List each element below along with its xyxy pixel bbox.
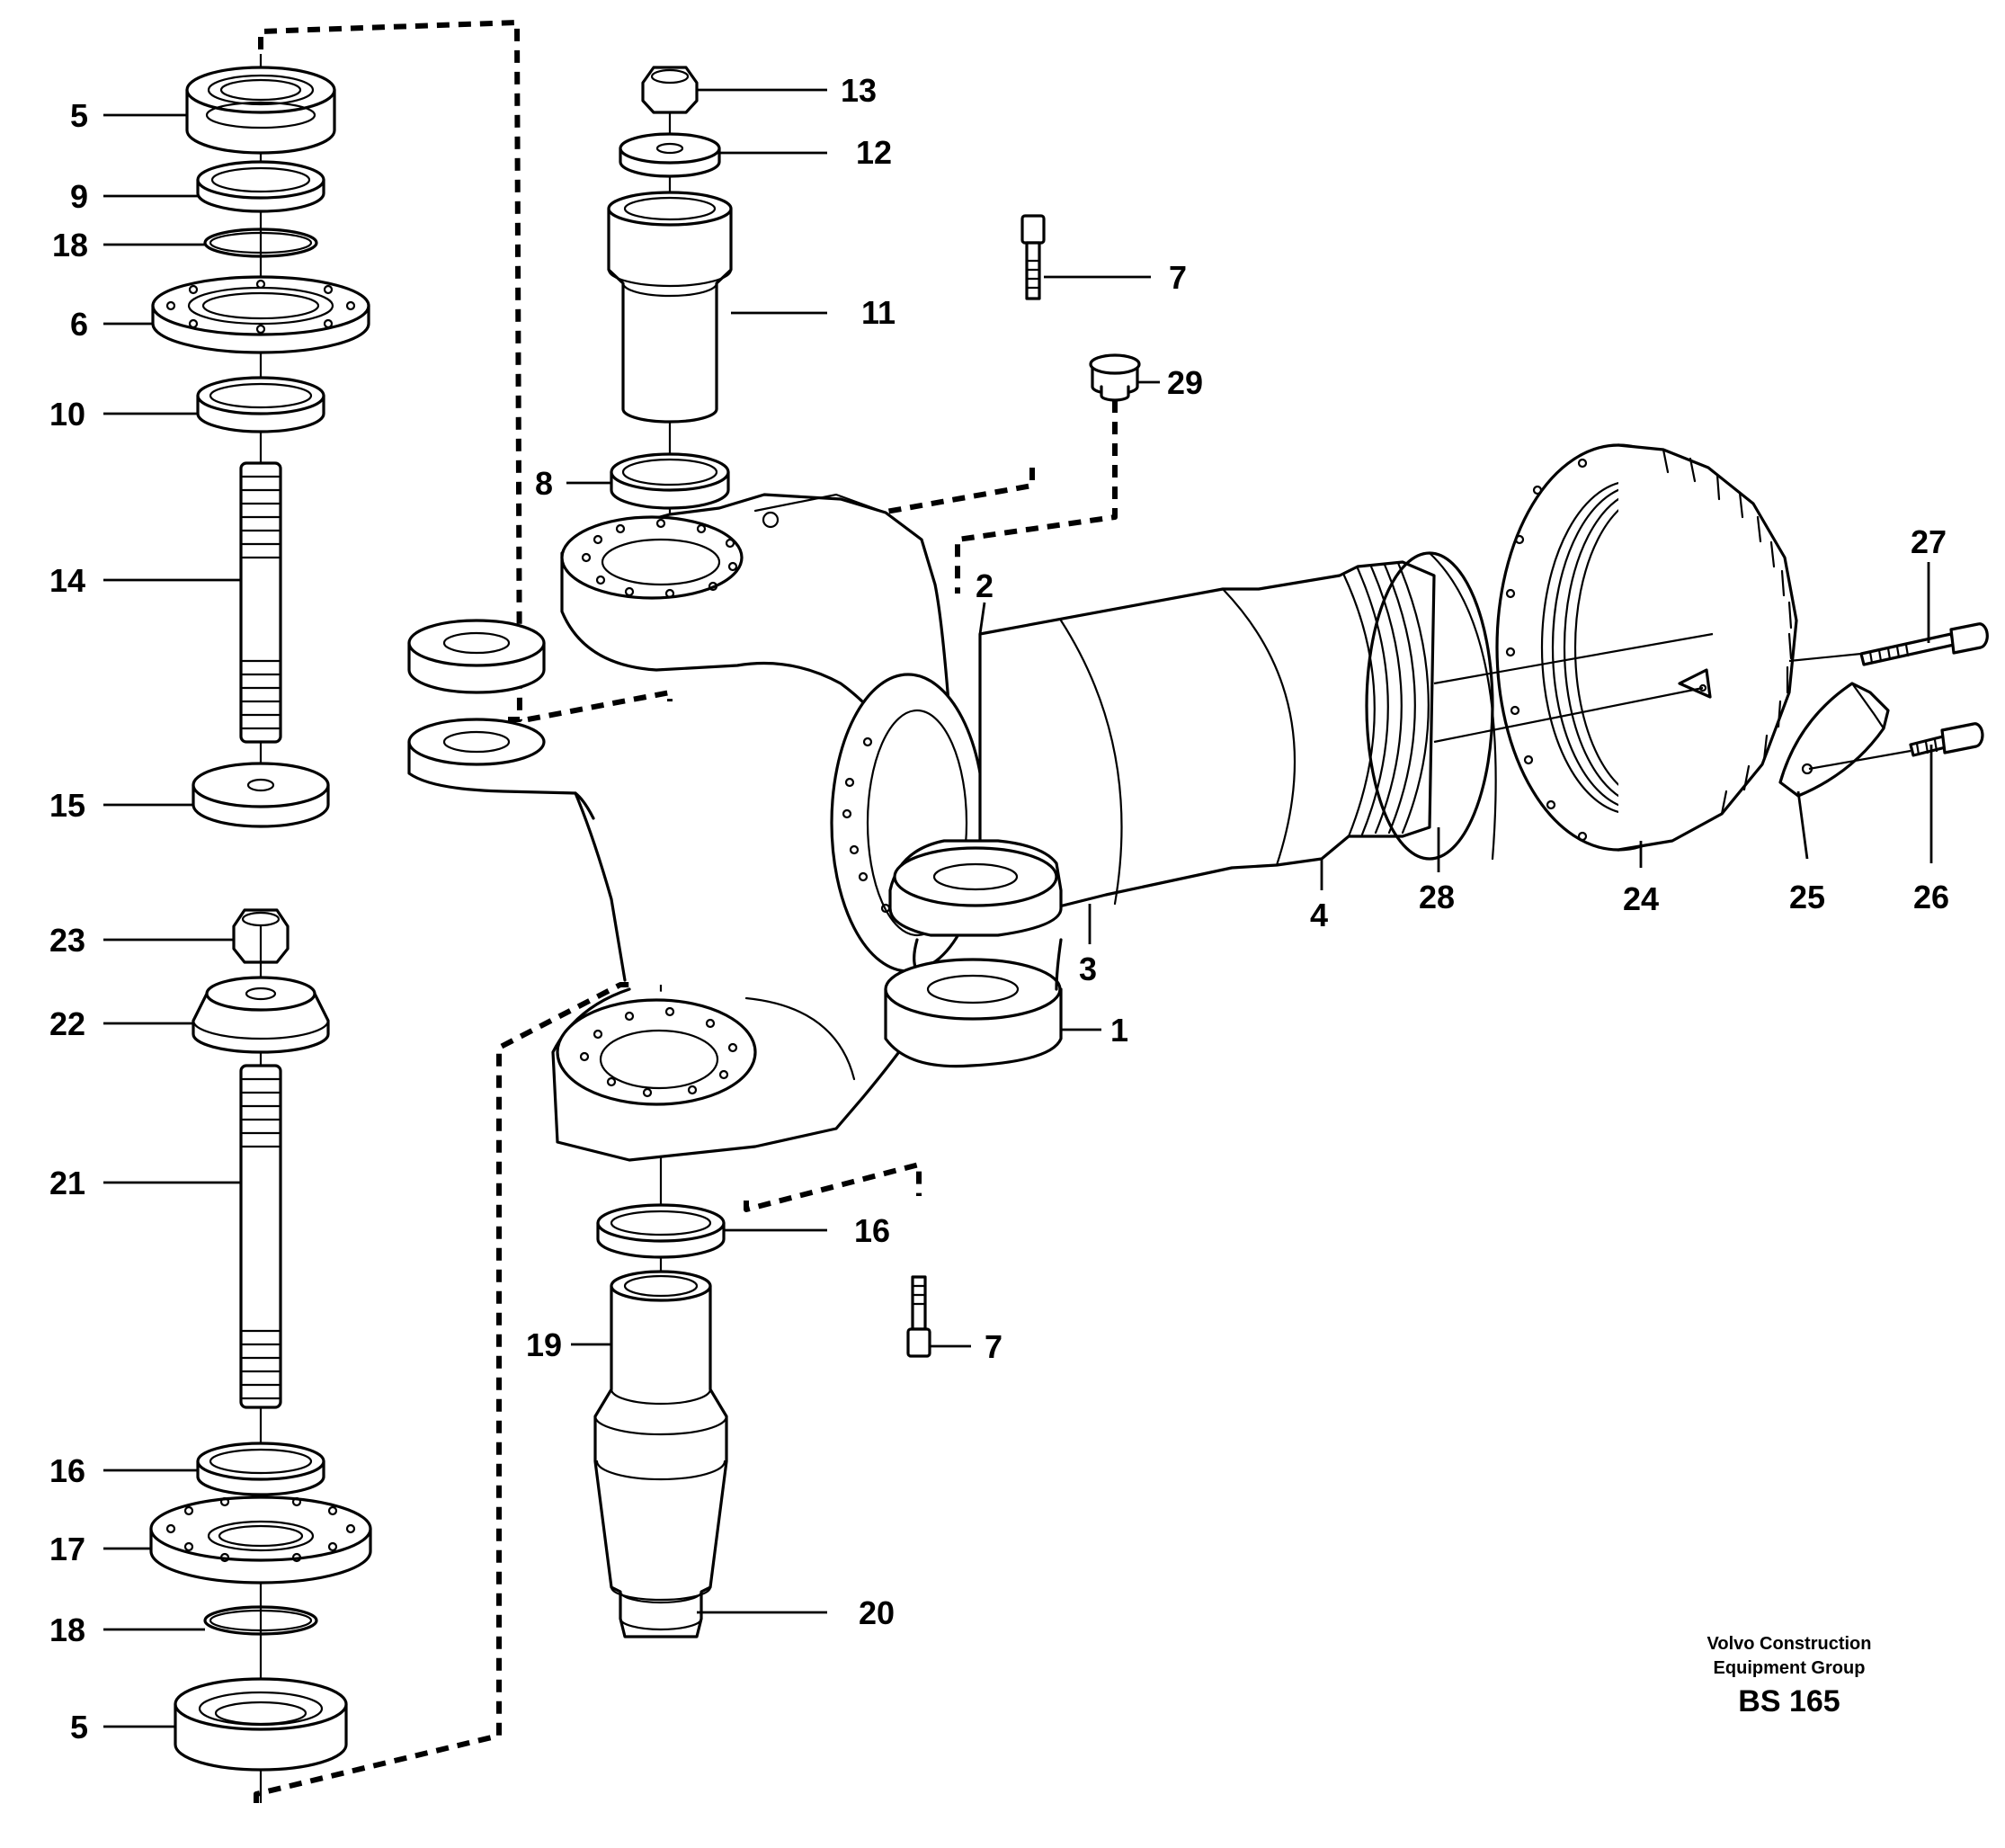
seal-ring-upper xyxy=(196,160,325,213)
brand-line-2: Equipment Group xyxy=(1714,1658,1866,1678)
label-26-visible: 26 xyxy=(1913,879,1949,915)
kingpin-19-20 xyxy=(593,1270,728,1638)
label-20-visible: 20 xyxy=(859,1594,895,1631)
bolt-26 xyxy=(1909,722,1984,757)
plug-29 xyxy=(1089,353,1141,402)
center-bottom-stack xyxy=(593,985,728,1638)
label-part-5-top: 5 xyxy=(70,97,88,134)
o-ring-lower xyxy=(203,1605,318,1636)
label-part-5-bottom: 5 xyxy=(70,1709,88,1745)
steering-knuckle xyxy=(407,493,975,1162)
label-part-22: 22 xyxy=(49,1005,85,1042)
lower-arm-1 xyxy=(884,839,1063,1068)
label-part-18-bottom: 18 xyxy=(49,1611,85,1648)
ring-16-left xyxy=(196,1442,325,1496)
label-16-center: 16 xyxy=(854,1212,890,1249)
label-part-29: 29 xyxy=(1167,364,1203,401)
label-part-13: 13 xyxy=(841,72,877,109)
flange-upper xyxy=(151,275,370,354)
stud-upper xyxy=(239,461,282,744)
washer-15 xyxy=(192,762,330,828)
label-part-16-left: 16 xyxy=(49,1452,85,1489)
washer-12 xyxy=(619,132,721,178)
label-part-11: 11 xyxy=(861,294,896,331)
label-part-14: 14 xyxy=(49,562,85,599)
o-ring-upper xyxy=(203,228,318,258)
label-7-bottom: 7 xyxy=(985,1328,1002,1365)
ring-10 xyxy=(196,376,325,433)
label-part-17: 17 xyxy=(49,1531,85,1567)
stud-lower xyxy=(239,1064,282,1409)
nut-lower xyxy=(232,908,290,964)
left-lower-stack xyxy=(149,908,372,1803)
ring-16-center xyxy=(596,1203,726,1259)
callout-labels: 5 9 18 6 10 14 15 23 22 21 16 17 18 5 13… xyxy=(49,72,1455,1745)
left-upper-stack xyxy=(151,54,370,828)
label-part-2: 2 xyxy=(976,567,994,604)
center-top-stack xyxy=(607,66,733,580)
label-8-visible: 8 xyxy=(535,465,553,502)
bolt-7-bottom xyxy=(906,1275,931,1358)
brand-line-1: Volvo Construction xyxy=(1707,1634,1872,1654)
label-part-4: 4 xyxy=(1310,897,1328,933)
label-part-28: 28 xyxy=(1419,879,1455,915)
tone-ring-24 xyxy=(1495,443,1798,852)
leader-lines xyxy=(103,88,1933,1728)
label-24-visible: 24 xyxy=(1623,880,1659,917)
flange-lower xyxy=(149,1495,372,1585)
callout-labels-resolved: 8 19 16 20 7 24 25 26 27 xyxy=(526,465,1949,1631)
assembly-dashed-lines xyxy=(254,20,1118,1803)
label-19-visible: 19 xyxy=(526,1326,562,1363)
label-27-visible: 27 xyxy=(1911,523,1947,560)
bolt-7-top xyxy=(1020,214,1046,300)
bearing-bottom xyxy=(174,1677,348,1772)
cap-washer-22 xyxy=(192,976,330,1054)
bearing-top xyxy=(185,66,336,155)
ring-8 xyxy=(610,452,730,510)
label-part-3: 3 xyxy=(1079,951,1097,987)
bolt-27 xyxy=(1859,622,1989,666)
nut-top xyxy=(641,66,699,114)
label-part-23: 23 xyxy=(49,922,85,959)
label-part-7-top: 7 xyxy=(1169,259,1187,296)
label-part-9: 9 xyxy=(70,178,88,215)
label-part-10: 10 xyxy=(49,396,85,433)
label-part-21: 21 xyxy=(49,1165,85,1201)
label-part-12: 12 xyxy=(856,134,892,171)
label-part-6: 6 xyxy=(70,306,88,343)
label-part-15: 15 xyxy=(49,787,85,824)
label-part-18-top: 18 xyxy=(52,227,88,263)
drawing-code: BS 165 xyxy=(1738,1684,1840,1719)
label-25-visible: 25 xyxy=(1789,879,1825,915)
label-part-1: 1 xyxy=(1110,1012,1128,1049)
sleeve-11 xyxy=(607,191,733,424)
footer-branding: Volvo Construction Equipment Group BS 16… xyxy=(1707,1634,1872,1719)
